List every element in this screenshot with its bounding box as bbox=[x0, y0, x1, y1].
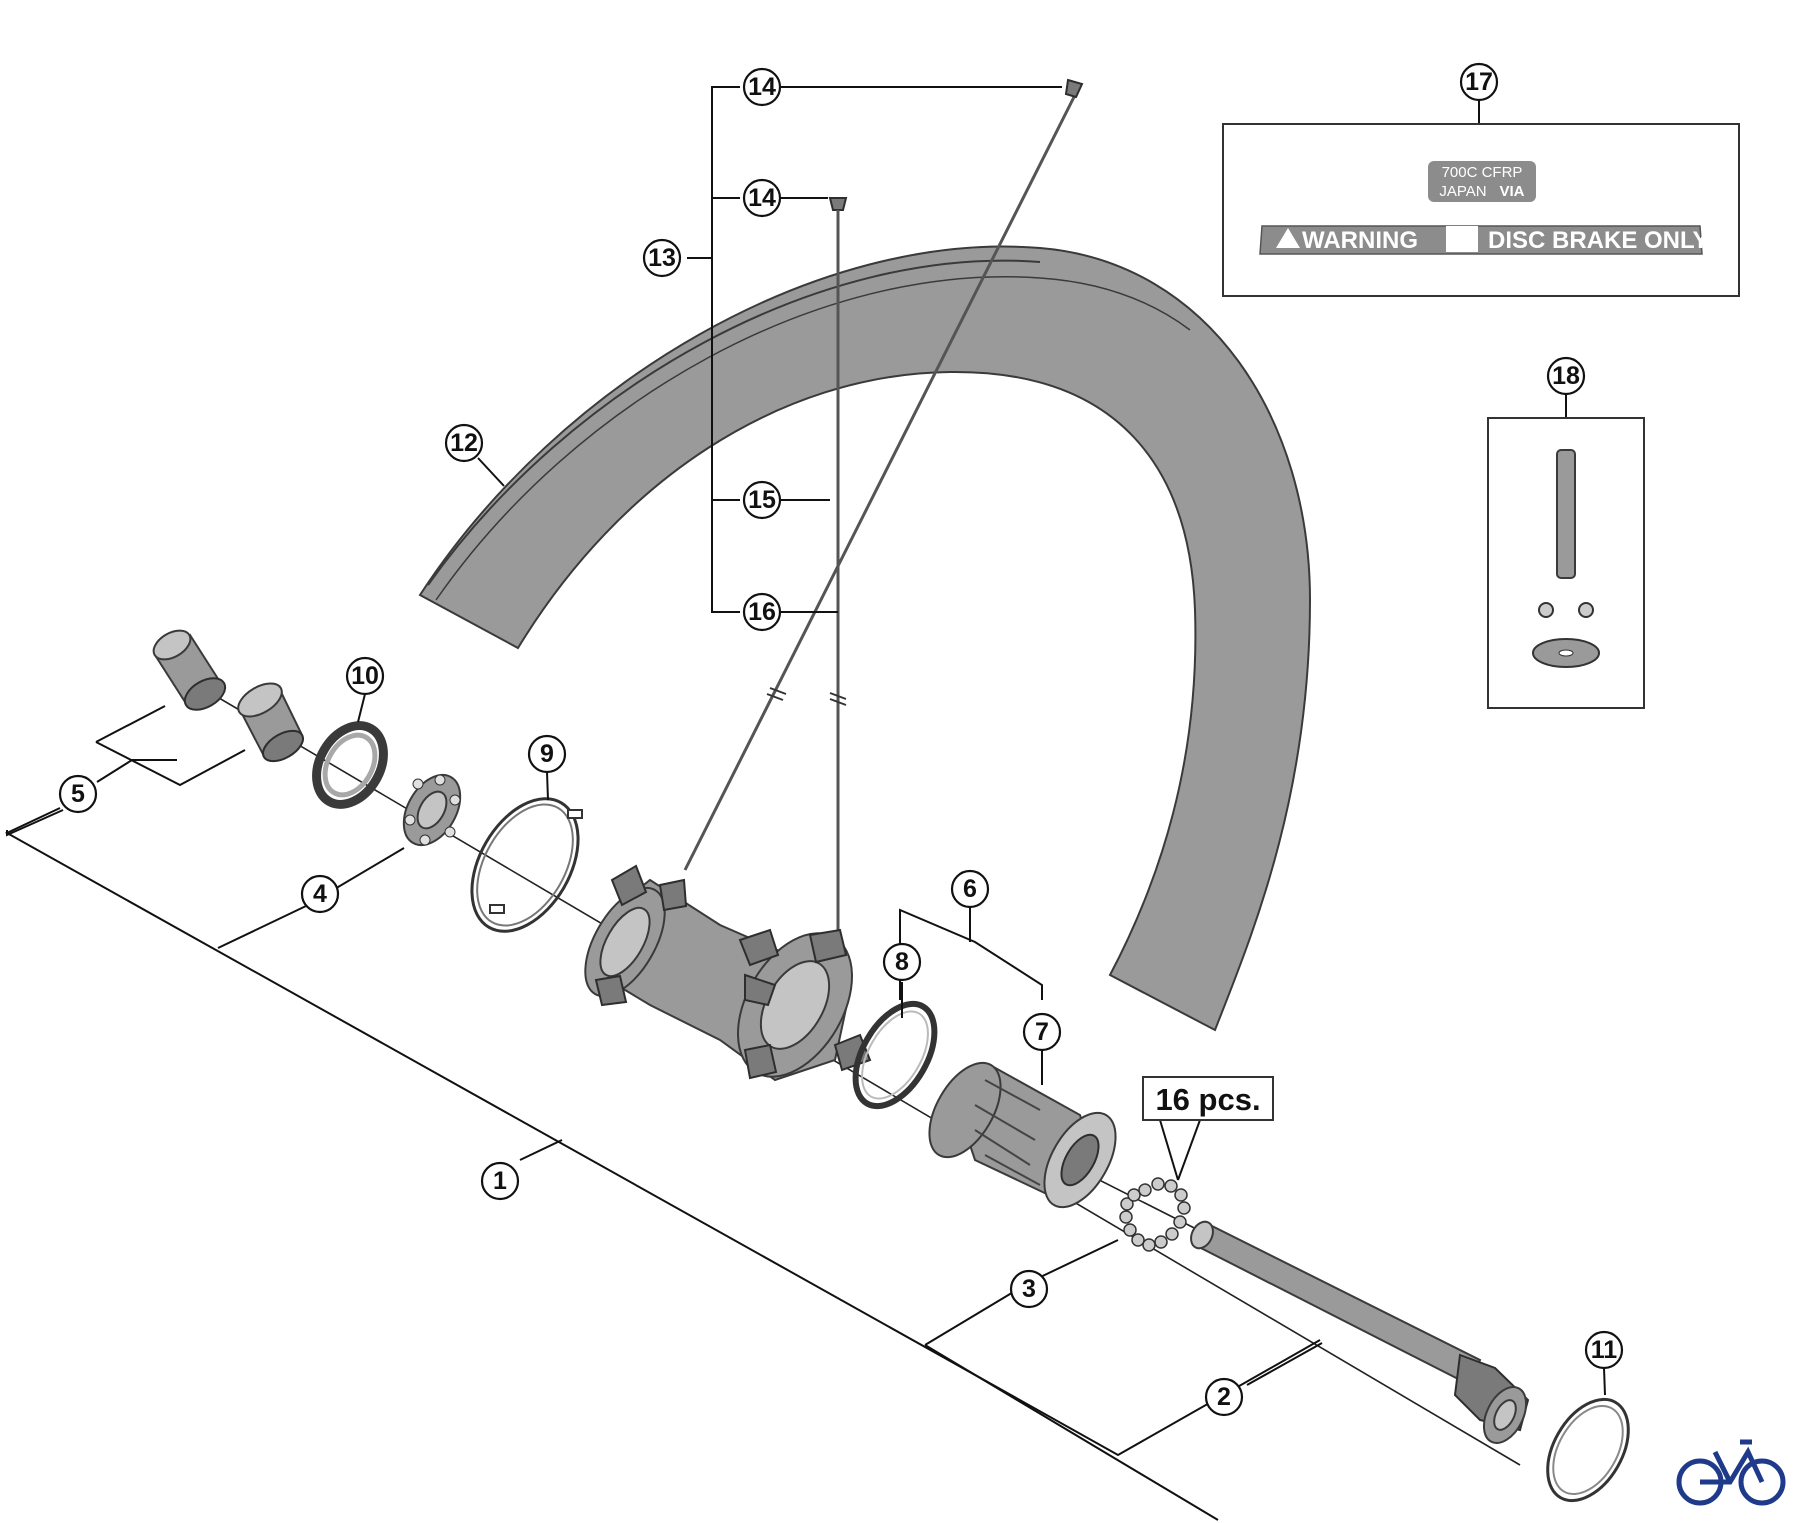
svg-text:18: 18 bbox=[1552, 362, 1580, 390]
svg-text:14: 14 bbox=[748, 184, 776, 212]
svg-text:7: 7 bbox=[1035, 1018, 1049, 1046]
callout-7: 7 bbox=[1022, 1012, 1062, 1052]
svg-text:17: 17 bbox=[1465, 68, 1493, 96]
valve-nut-2 bbox=[1578, 602, 1594, 618]
rim bbox=[418, 245, 1312, 1032]
svg-text:4: 4 bbox=[313, 880, 327, 908]
decal-spec-line2a: JAPAN bbox=[1439, 183, 1486, 200]
callout-14-second: 14 bbox=[742, 178, 782, 218]
valve-nut bbox=[1538, 602, 1554, 618]
bicycle-logo-icon bbox=[1676, 1439, 1786, 1506]
decal-spec-line1: 700C CFRP bbox=[1442, 164, 1523, 181]
quantity-label: 16 pcs. bbox=[1155, 1082, 1260, 1117]
svg-text:10: 10 bbox=[351, 662, 379, 690]
valve-extender bbox=[1556, 449, 1576, 579]
axle-lock-ring bbox=[1546, 1397, 1630, 1503]
quantity-label-box: 16 pcs. bbox=[1142, 1076, 1274, 1121]
svg-text:2: 2 bbox=[1217, 1383, 1231, 1411]
svg-text:6: 6 bbox=[963, 875, 977, 903]
bearing-cup-inner bbox=[237, 682, 304, 763]
bearing-cup-outer bbox=[152, 629, 227, 711]
callout-14-top: 14 bbox=[742, 67, 782, 107]
loose-ball-ring bbox=[1119, 1177, 1191, 1252]
decal-box: 700C CFRP JAPAN VIA WARNING DISC BRAKE O… bbox=[1222, 123, 1740, 297]
callout-4: 4 bbox=[300, 874, 340, 914]
callout-12: 12 bbox=[444, 423, 484, 463]
decal-warning-text: WARNING bbox=[1302, 227, 1418, 254]
callout-5: 5 bbox=[58, 774, 98, 814]
spoke-straight-pull bbox=[828, 197, 848, 935]
svg-text:11: 11 bbox=[1591, 1336, 1618, 1364]
hub-axle bbox=[1190, 1220, 1530, 1444]
svg-text:5: 5 bbox=[71, 780, 85, 808]
ball-bearing bbox=[402, 773, 462, 847]
spoke-angled bbox=[683, 78, 1084, 871]
svg-text:9: 9 bbox=[540, 740, 554, 768]
dust-washer bbox=[312, 721, 388, 809]
callout-18: 18 bbox=[1546, 356, 1586, 396]
callout-13: 13 bbox=[642, 238, 682, 278]
callout-15: 15 bbox=[742, 480, 782, 520]
main-axis-line bbox=[179, 674, 1521, 1466]
callout-8: 8 bbox=[882, 942, 922, 982]
callout-1: 1 bbox=[480, 1161, 520, 1201]
callout-2: 2 bbox=[1204, 1377, 1244, 1417]
lock-ring bbox=[470, 797, 583, 933]
svg-text:14: 14 bbox=[748, 73, 776, 101]
svg-text:16: 16 bbox=[748, 598, 776, 626]
svg-text:15: 15 bbox=[748, 486, 776, 514]
info-manual-icon bbox=[1446, 226, 1478, 252]
decal-disc-brake-text: DISC BRAKE ONLY! bbox=[1488, 227, 1716, 254]
rim-spec-decal bbox=[1428, 161, 1536, 202]
warning-decal bbox=[1259, 225, 1703, 255]
callout-9: 9 bbox=[527, 734, 567, 774]
svg-text:12: 12 bbox=[450, 429, 478, 457]
callout-10: 10 bbox=[345, 656, 385, 696]
svg-text:1: 1 bbox=[493, 1167, 507, 1195]
callout-11: 11 bbox=[1584, 1330, 1624, 1370]
warning-triangle-icon bbox=[1276, 228, 1300, 248]
valve-box bbox=[1487, 417, 1645, 709]
callout-16: 16 bbox=[742, 592, 782, 632]
callout-6: 6 bbox=[950, 869, 990, 909]
callout-17: 17 bbox=[1459, 62, 1499, 102]
svg-text:13: 13 bbox=[648, 244, 676, 272]
decal-spec-line2b: VIA bbox=[1499, 183, 1524, 200]
callout-3: 3 bbox=[1009, 1269, 1049, 1309]
svg-text:3: 3 bbox=[1022, 1275, 1036, 1303]
freehub-body bbox=[928, 1061, 1117, 1209]
hub-body bbox=[584, 864, 872, 1082]
svg-text:8: 8 bbox=[895, 948, 909, 976]
o-ring bbox=[852, 1000, 938, 1110]
